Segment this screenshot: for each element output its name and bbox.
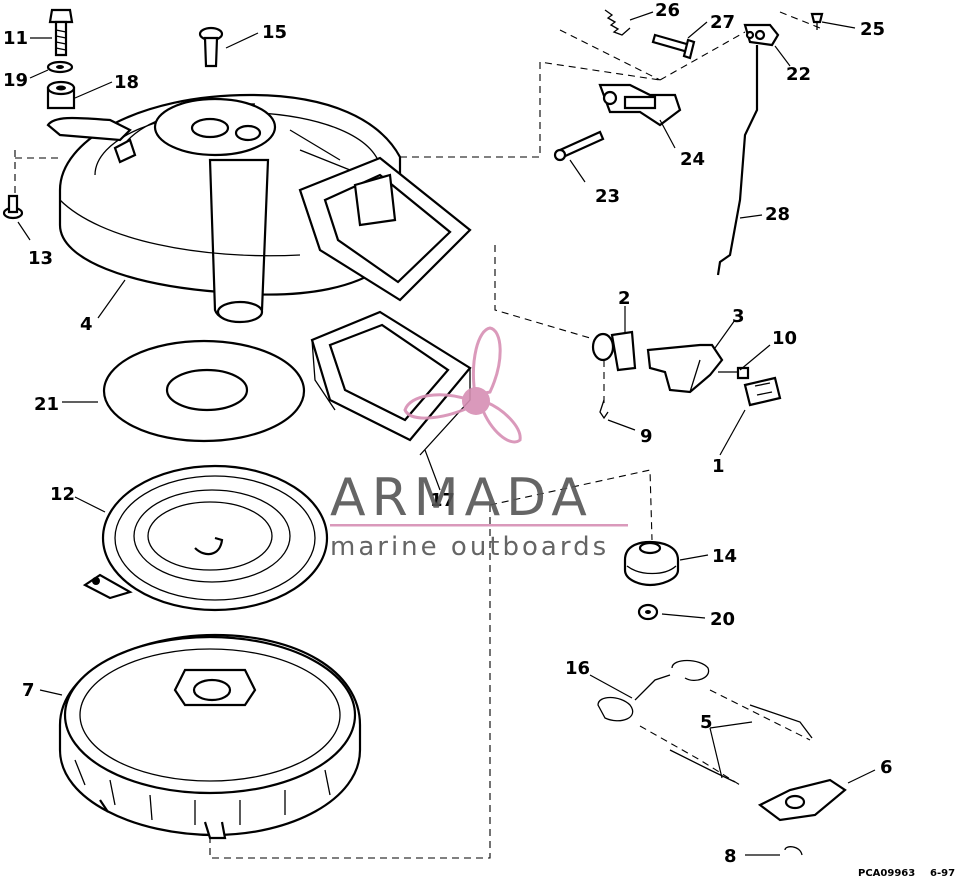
anchor-10 bbox=[718, 366, 750, 380]
label-20: 20 bbox=[710, 609, 735, 630]
label-9: 9 bbox=[640, 426, 653, 447]
label-6: 6 bbox=[880, 757, 893, 778]
screw-25 bbox=[810, 12, 824, 30]
rod-28 bbox=[716, 45, 759, 276]
label-27: 27 bbox=[710, 12, 735, 33]
label-3: 3 bbox=[732, 306, 745, 327]
nut-20 bbox=[637, 603, 659, 621]
washer-19 bbox=[46, 60, 74, 74]
label-2: 2 bbox=[618, 288, 631, 309]
retainer-cap-14 bbox=[623, 540, 680, 587]
spring-5 bbox=[669, 704, 813, 783]
link-connector-22 bbox=[743, 23, 780, 47]
label-1: 1 bbox=[712, 456, 725, 477]
label-28: 28 bbox=[765, 204, 790, 225]
label-12: 12 bbox=[50, 484, 75, 505]
label-4: 4 bbox=[80, 314, 93, 335]
label-10: 10 bbox=[772, 328, 797, 349]
label-5: 5 bbox=[700, 712, 713, 733]
link-spring-16 bbox=[597, 659, 710, 722]
label-17: 17 bbox=[430, 490, 455, 511]
propeller-logo-icon bbox=[403, 326, 522, 444]
screw-15 bbox=[198, 26, 224, 68]
lever-24 bbox=[598, 83, 682, 127]
watermark-rule bbox=[330, 524, 628, 527]
label-8: 8 bbox=[724, 846, 737, 867]
pin-23 bbox=[553, 130, 605, 162]
leader-lines bbox=[17, 11, 876, 856]
pin-27 bbox=[651, 33, 696, 60]
label-21: 21 bbox=[34, 394, 59, 415]
anchor-block-1 bbox=[743, 376, 782, 407]
footer-codes: PCA09963 6-97 bbox=[858, 868, 955, 879]
rewind-spring bbox=[82, 464, 329, 612]
label-11: 11 bbox=[3, 28, 28, 49]
starter-pulley bbox=[58, 633, 362, 840]
watermark-tagline: marine outboards bbox=[330, 532, 609, 562]
grommet-18 bbox=[46, 80, 76, 110]
handle-cover bbox=[298, 156, 472, 456]
drawing-code: PCA09963 bbox=[858, 868, 915, 879]
label-19: 19 bbox=[3, 70, 28, 91]
label-18: 18 bbox=[114, 72, 139, 93]
label-16: 16 bbox=[565, 658, 590, 679]
label-25: 25 bbox=[860, 19, 885, 40]
date-code: 6-97 bbox=[930, 868, 955, 879]
spring-26 bbox=[604, 9, 631, 36]
part-number-labels: 11 19 18 15 13 4 21 12 7 17 26 27 25 22 … bbox=[3, 0, 893, 867]
bolt-11 bbox=[48, 8, 74, 57]
label-14: 14 bbox=[712, 546, 737, 567]
rivet-13 bbox=[2, 194, 24, 220]
label-7: 7 bbox=[22, 680, 35, 701]
label-13: 13 bbox=[28, 248, 53, 269]
watermark-brand: ARMADA bbox=[330, 468, 593, 528]
pawl-6 bbox=[757, 778, 847, 822]
rope-guide-2 bbox=[591, 330, 637, 372]
label-22: 22 bbox=[786, 64, 811, 85]
label-23: 23 bbox=[595, 186, 620, 207]
label-24: 24 bbox=[680, 149, 705, 170]
assembly-dashed-lines bbox=[14, 11, 821, 859]
spring-clip-9 bbox=[599, 399, 609, 420]
armada-watermark: ARMADA marine outboards bbox=[330, 326, 628, 562]
starter-housing bbox=[46, 93, 402, 324]
spring-washer bbox=[102, 339, 306, 443]
label-15: 15 bbox=[262, 22, 287, 43]
clip-8 bbox=[784, 846, 803, 856]
starter-handle-3 bbox=[646, 343, 724, 394]
label-26: 26 bbox=[655, 0, 680, 21]
